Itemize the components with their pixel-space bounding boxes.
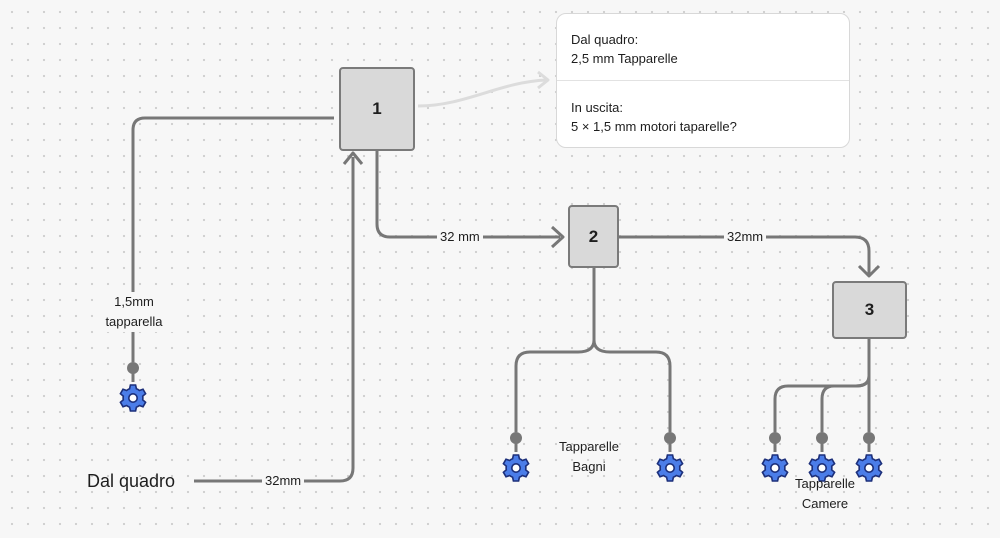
connector-2-to-bagni-right	[592, 268, 672, 432]
connector-2-to-bagni-left	[514, 268, 596, 432]
connector-3-to-camere-mid	[820, 339, 871, 432]
arrowhead-into-node-3	[857, 264, 881, 278]
side-branch-label: 1,5mm tapparella	[93, 292, 175, 332]
card-input-section: Dal quadro: 2,5 mm Tapparelle	[571, 30, 678, 68]
connector-source-to-1	[194, 157, 355, 483]
side-branch-label-line1: 1,5mm	[114, 294, 154, 309]
group-label-bagni-line2: Bagni	[572, 459, 606, 474]
group-label-camere: Tapparelle Camere	[782, 474, 868, 514]
card-output-value: 5 × 1,5 mm motori taparelle?	[571, 119, 737, 134]
arrowhead-into-card	[537, 70, 550, 90]
card-output-section: In uscita: 5 × 1,5 mm motori taparelle?	[571, 98, 737, 136]
connector-1-side-motor	[131, 116, 334, 362]
connector-2-to-3	[619, 235, 871, 274]
gear-icon[interactable]	[501, 432, 531, 483]
card-input-value: 2,5 mm Tapparelle	[571, 51, 678, 66]
node-1[interactable]: 1	[339, 67, 415, 151]
info-card[interactable]: Dal quadro: 2,5 mm Tapparelle In uscita:…	[556, 13, 850, 148]
card-input-label: Dal quadro:	[571, 32, 639, 47]
card-output-label: In uscita:	[571, 100, 624, 115]
arrowhead-into-node-2	[550, 225, 565, 249]
arrowhead-into-node-1	[342, 151, 364, 165]
edge-label-source: 32mm	[262, 473, 305, 489]
gear-icon[interactable]	[118, 362, 148, 413]
node-3[interactable]: 3	[832, 281, 907, 339]
group-label-bagni: Tapparelle Bagni	[546, 437, 632, 477]
connector-1-to-card	[417, 78, 547, 108]
connector-1-to-2	[375, 150, 560, 239]
edge-label-1-2: 32 mm	[437, 229, 483, 245]
group-label-bagni-line1: Tapparelle	[559, 439, 619, 454]
group-label-camere-line2: Camere	[801, 496, 849, 511]
source-label[interactable]: Dal quadro	[87, 471, 176, 491]
card-divider	[557, 80, 849, 81]
side-branch-label-line2: tapparella	[105, 314, 163, 329]
edge-label-2-3: 32mm	[724, 229, 767, 245]
group-label-camere-line1: Tapparelle	[795, 476, 855, 491]
node-2[interactable]: 2	[568, 205, 619, 268]
gear-icon[interactable]	[655, 432, 685, 483]
